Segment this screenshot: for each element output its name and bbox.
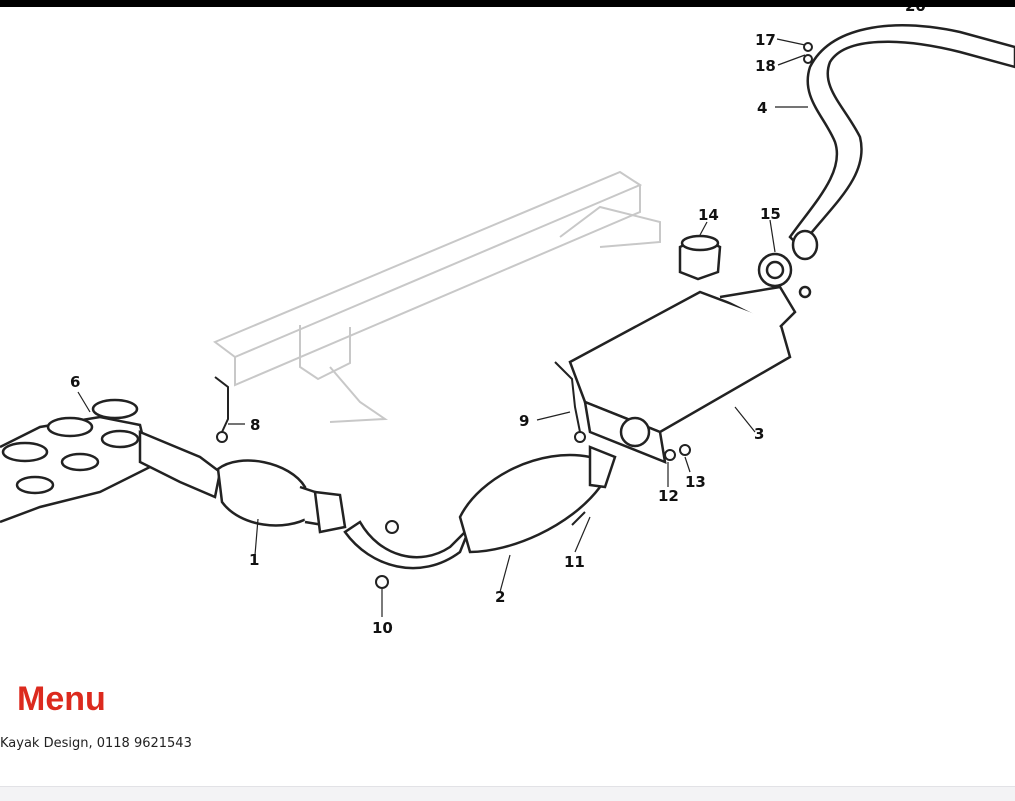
callout-9: 9 <box>519 412 529 430</box>
footer-credit: Kayak Design, 0118 9621543 <box>0 736 192 751</box>
callout-15: 15 <box>760 205 781 223</box>
rear-silencer-3 <box>568 285 797 464</box>
callout-12: 12 <box>658 487 679 505</box>
clamp-15 <box>757 252 812 299</box>
callout-2: 2 <box>495 588 505 606</box>
callout-6: 6 <box>70 373 80 391</box>
exhaust-system-diagram: 1 2 3 4 6 8 9 10 11 12 13 14 15 17 18 20 <box>0 7 1015 667</box>
callout-20: 20 <box>905 7 926 15</box>
callout-14: 14 <box>698 206 719 224</box>
front-pipe-1 <box>138 430 347 534</box>
leader-lines <box>77 38 808 617</box>
top-bar <box>0 0 1015 7</box>
hardware <box>214 42 813 589</box>
callout-13: 13 <box>685 473 706 491</box>
callout-8: 8 <box>250 416 260 434</box>
exhaust-manifold <box>0 398 152 524</box>
menu-link[interactable]: Menu <box>17 680 106 718</box>
bottom-toolbar <box>0 786 1015 801</box>
intermediate-pipe-2 <box>343 445 617 570</box>
chassis-outline <box>213 170 661 423</box>
callout-10: 10 <box>372 619 393 637</box>
callout-17: 17 <box>755 31 776 49</box>
rubber-mount-14 <box>678 234 722 281</box>
tail-pipe-4 <box>788 24 1015 261</box>
callout-3: 3 <box>754 425 764 443</box>
callout-1: 1 <box>249 551 259 569</box>
callout-4: 4 <box>757 99 767 117</box>
callout-18: 18 <box>755 57 776 75</box>
callout-11: 11 <box>564 553 585 571</box>
